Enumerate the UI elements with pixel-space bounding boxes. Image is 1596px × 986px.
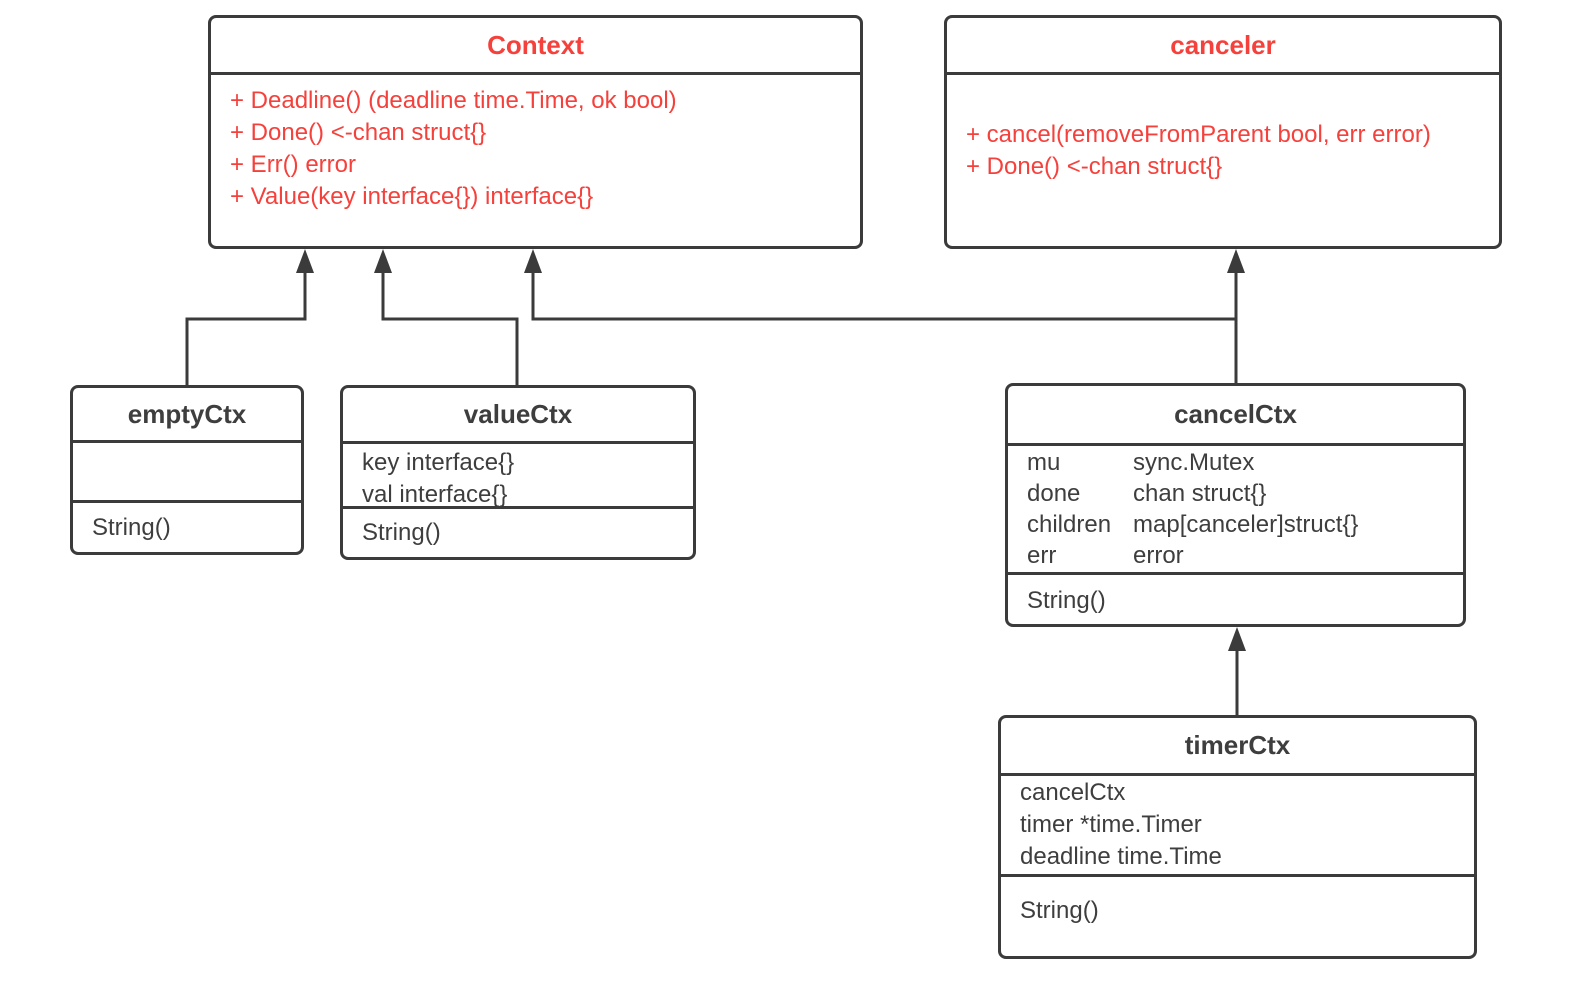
method-row: String() [1027, 587, 1106, 614]
class-box-valuectx: valueCtx key interface{} val interface{}… [340, 385, 696, 560]
methods-section-context: + Deadline() (deadline time.Time, ok boo… [211, 72, 860, 246]
field-row: mu sync.Mutex [1027, 447, 1455, 478]
field-type: chan struct{} [1133, 480, 1267, 507]
interface-box-context: Context + Deadline() (deadline time.Time… [208, 15, 863, 249]
field-type: error [1133, 542, 1184, 569]
arrow-cancelctx-to-context [524, 249, 1238, 383]
method-row: + cancel(removeFromParent bool, err erro… [966, 121, 1431, 148]
arrow-valuectx-to-context [374, 249, 519, 385]
fields-section-cancelctx: mu sync.Mutex done chan struct{} children m… [1008, 443, 1463, 572]
method-row: + Deadline() (deadline time.Time, ok boo… [230, 87, 677, 114]
method-row: + Err() error [230, 151, 356, 178]
methods-section-emptyctx: String() [73, 500, 301, 552]
field-row: err error [1027, 540, 1455, 571]
class-title-cancelctx: cancelCtx [1174, 399, 1297, 429]
class-title-timerctx: timerCtx [1184, 730, 1291, 760]
class-box-emptyctx: emptyCtx String() [70, 385, 304, 555]
field-row: key interface{} [362, 449, 515, 476]
arrow-cancelctx-to-canceler [1227, 249, 1245, 383]
methods-section-cancelctx: String() [1008, 572, 1463, 624]
field-row: deadline time.Time [1020, 843, 1222, 870]
methods-section-canceler: + cancel(removeFromParent bool, err erro… [947, 72, 1499, 246]
methods-section-timerctx: String() [1001, 874, 1474, 956]
method-row: String() [92, 514, 171, 541]
method-row: + Done() <-chan struct{} [966, 153, 1223, 180]
method-row: String() [362, 519, 441, 546]
field-name: mu [1027, 449, 1061, 476]
fields-section-valuectx: key interface{} val interface{} [343, 441, 693, 506]
field-name: children [1027, 511, 1112, 538]
interface-box-canceler: canceler + cancel(removeFromParent bool,… [944, 15, 1502, 249]
class-title-emptyctx: emptyCtx [127, 398, 247, 429]
field-type: map[canceler]struct{} [1133, 511, 1359, 538]
class-title-context: Context [487, 29, 584, 60]
arrow-timerctx-to-cancelctx [1228, 627, 1246, 715]
field-row: done chan struct{} [1027, 478, 1455, 509]
field-row: val interface{} [362, 481, 508, 506]
field-row: children map[canceler]struct{} [1027, 509, 1455, 540]
methods-section-valuectx: String() [343, 506, 693, 557]
class-title-valuectx: valueCtx [463, 399, 573, 429]
class-box-timerctx: timerCtx cancelCtx timer *time.Timer dea… [998, 715, 1477, 959]
fields-section-timerctx: cancelCtx timer *time.Timer deadline tim… [1001, 773, 1474, 874]
field-row: cancelCtx [1020, 779, 1126, 806]
field-name: done [1027, 480, 1081, 507]
class-box-cancelctx: cancelCtx mu sync.Mutex done chan struct{}… [1005, 383, 1466, 627]
method-row: String() [1020, 897, 1099, 924]
fields-section-emptyctx [73, 440, 301, 500]
field-name: err [1027, 542, 1057, 569]
method-row: + Done() <-chan struct{} [230, 119, 487, 146]
arrow-emptyctx-to-context [185, 249, 314, 385]
field-type: sync.Mutex [1133, 449, 1255, 476]
class-title-canceler: canceler [1170, 29, 1276, 60]
method-row: + Value(key interface{}) interface{} [230, 183, 594, 210]
field-row: timer *time.Timer [1020, 811, 1202, 838]
